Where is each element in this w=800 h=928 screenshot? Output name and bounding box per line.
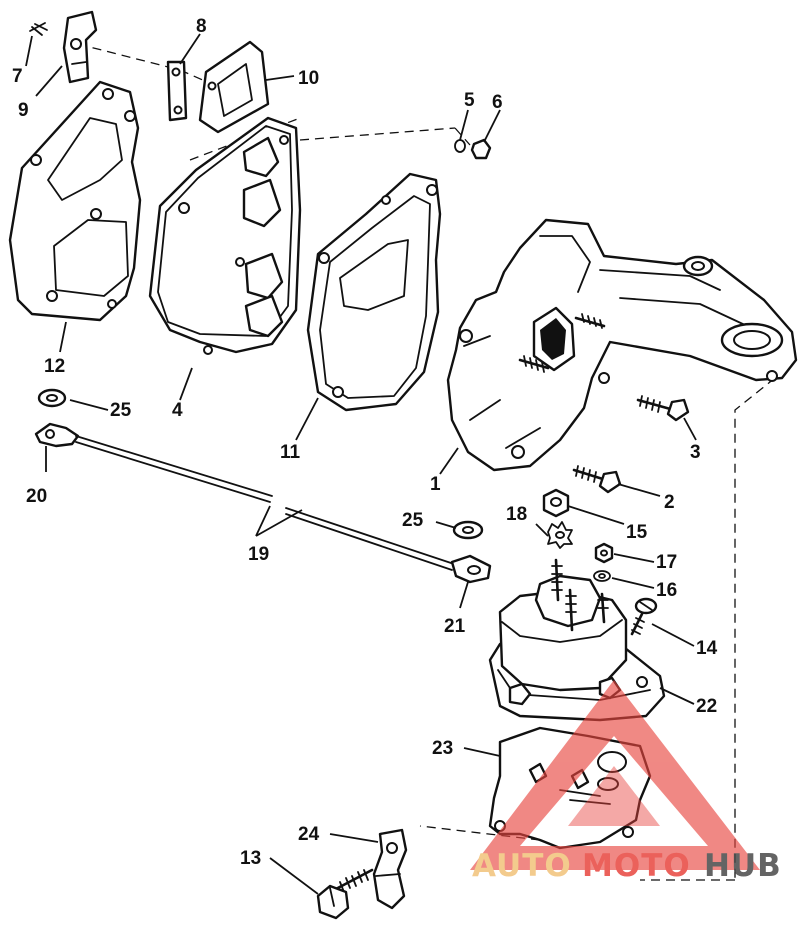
callout-9: 9 <box>18 100 29 121</box>
part-22-solenoid <box>488 558 666 722</box>
part-25-washer-b <box>452 520 484 540</box>
part-8-plate <box>166 60 188 122</box>
callout-16: 16 <box>656 580 677 601</box>
part-9-bracket <box>62 10 98 84</box>
callout-13: 13 <box>240 848 261 869</box>
callout-10: 10 <box>298 68 319 89</box>
callout-17: 17 <box>656 552 677 573</box>
watermark-text-auto: AUTO <box>472 848 572 884</box>
part-1-bracket <box>446 218 798 472</box>
watermark-text-moto: MOTO <box>582 848 691 884</box>
callout-7: 7 <box>12 66 23 87</box>
part-10-gasket <box>198 40 270 134</box>
part-4-reed-plate <box>148 116 302 355</box>
callout-19: 19 <box>248 544 269 565</box>
callout-21: 21 <box>444 616 466 637</box>
part-16-washer <box>593 570 611 582</box>
part-15-nut <box>542 488 570 518</box>
callout-24: 24 <box>298 824 320 845</box>
part-2-bolt <box>572 465 622 494</box>
callout-2: 2 <box>664 492 675 513</box>
callout-6: 6 <box>492 92 503 113</box>
part-3-bolt <box>636 395 690 422</box>
callout-12: 12 <box>44 356 65 377</box>
callout-1: 1 <box>430 474 441 495</box>
part-17-nut <box>594 542 614 564</box>
callout-25-upper: 25 <box>110 400 132 421</box>
part-5-lockwasher <box>454 139 466 153</box>
callout-11: 11 <box>280 442 301 463</box>
callout-8: 8 <box>196 16 207 37</box>
watermark-triangle-logo <box>470 680 760 870</box>
part-18-star-washer <box>547 521 573 549</box>
part-12-gasket <box>8 80 142 322</box>
callout-numbers: 7 8 9 10 5 6 12 4 11 1 25 20 3 2 15 18 2… <box>12 16 718 869</box>
callout-14: 14 <box>696 638 718 659</box>
part-6-nut <box>470 138 492 160</box>
part-25-washer-a <box>37 388 67 408</box>
callout-18: 18 <box>506 504 527 525</box>
watermark-text-hub: HUB <box>704 848 782 884</box>
callout-23: 23 <box>432 738 453 759</box>
callout-4: 4 <box>172 400 183 421</box>
callout-15: 15 <box>626 522 648 543</box>
callout-5: 5 <box>464 90 475 111</box>
callout-22: 22 <box>696 696 717 717</box>
part-7-screw <box>29 22 48 36</box>
part-24-clip <box>372 828 408 910</box>
part-11-gasket <box>306 172 442 412</box>
automotohub-watermark: AUTO MOTO HUB <box>470 680 782 884</box>
part-14-screw <box>630 597 658 636</box>
callout-20: 20 <box>26 486 47 507</box>
callout-3: 3 <box>690 442 701 463</box>
part-19-wire <box>75 435 455 571</box>
part-21-terminal <box>450 554 492 584</box>
part-20-terminal <box>34 422 80 448</box>
callout-25-lower: 25 <box>402 510 424 531</box>
callout-leader-lines <box>25 33 697 895</box>
part-13-bolt <box>316 868 374 920</box>
watermark-triangle-inner <box>568 766 660 826</box>
